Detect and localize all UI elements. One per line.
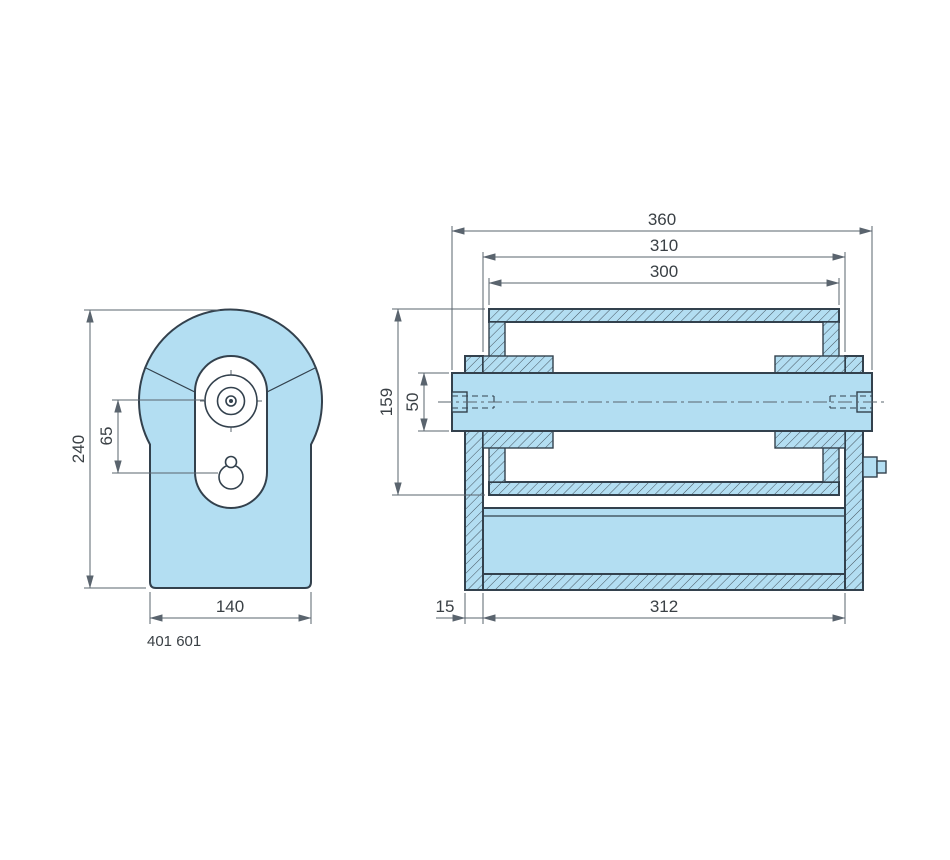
- dimension-15: 15: [436, 593, 483, 624]
- dimension-50: 50: [403, 372, 449, 432]
- dimension-360: 360: [451, 210, 873, 370]
- dimension-310: 310: [482, 236, 846, 352]
- dimension-159: 159: [377, 308, 485, 496]
- front-view-dimensions: 360 310 300 159 50: [377, 210, 873, 624]
- dim-label-360: 360: [648, 210, 676, 229]
- dim-label-15: 15: [436, 597, 455, 616]
- roller-wall-top: [488, 308, 840, 323]
- dimension-140: 140: [149, 592, 312, 624]
- grease-fitting-body: [862, 456, 878, 478]
- part-number: 401 601: [147, 633, 201, 650]
- keyhole-small-circle: [224, 455, 238, 469]
- bearing-center-dot: [229, 399, 233, 403]
- grease-fitting-nipple: [876, 460, 887, 474]
- side-view: [138, 308, 323, 589]
- dim-label-312: 312: [650, 597, 678, 616]
- dimension-300: 300: [488, 262, 840, 305]
- dim-label-300: 300: [650, 262, 678, 281]
- frame-cross-web: [482, 507, 846, 575]
- dimension-312: 312: [482, 593, 846, 624]
- front-section-view: [438, 308, 887, 591]
- dim-label-65: 65: [97, 427, 116, 446]
- dim-label-50: 50: [403, 393, 422, 412]
- dim-label-240: 240: [69, 435, 88, 463]
- roller-wall-bottom: [488, 481, 840, 496]
- dimension-65: 65: [97, 399, 218, 474]
- dim-label-140: 140: [216, 597, 244, 616]
- keyhole-large-circle: [218, 464, 244, 490]
- dim-label-310: 310: [650, 236, 678, 255]
- dimension-240: 240: [69, 309, 220, 589]
- frame-base-plate: [482, 573, 846, 591]
- dim-label-159: 159: [377, 388, 396, 416]
- side-view-dimensions: 240 65 140 401 601: [69, 309, 312, 650]
